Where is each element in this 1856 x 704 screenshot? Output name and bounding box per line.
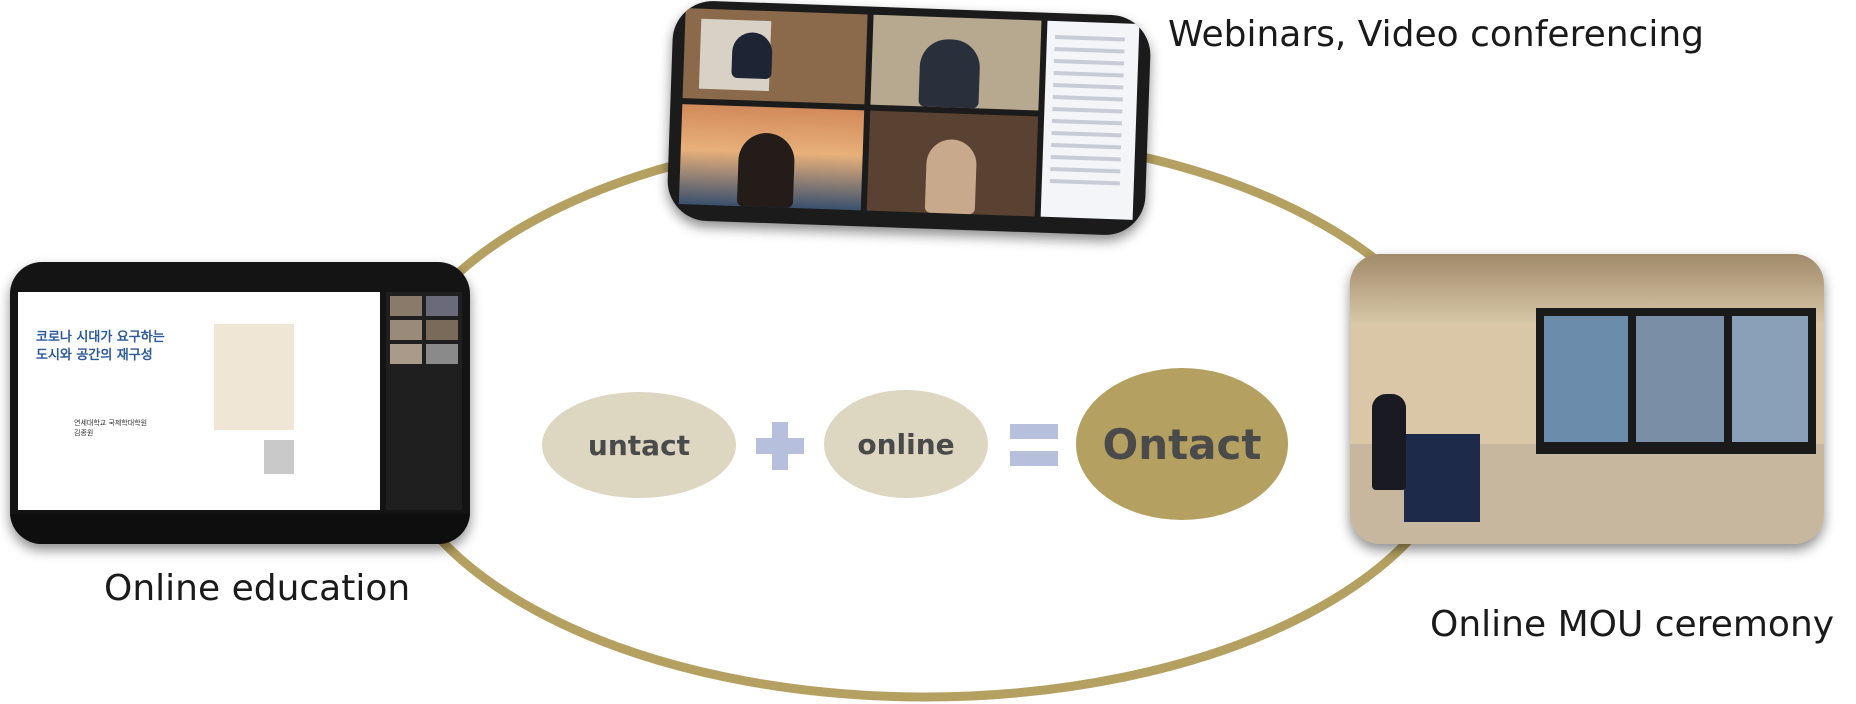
slide-author-line1: 연세대학교 국제학대학원	[74, 419, 148, 427]
untact-oval: untact	[542, 392, 736, 498]
slide-title-line1: 코로나 시대가 요구하는	[36, 330, 165, 345]
untact-label: untact	[587, 428, 691, 462]
signing-table	[1404, 434, 1480, 522]
webinar-screenshot	[666, 0, 1152, 237]
label-online-education: Online education	[104, 568, 411, 609]
label-online-mou: Online MOU ceremony	[1430, 604, 1835, 645]
label-webinars: Webinars, Video conferencing	[1168, 14, 1705, 55]
ontact-oval: Ontact	[1076, 368, 1288, 520]
education-screenshot: 코로나 시대가 요구하는 도시와 공간의 재구성 연세대학교 국제학대학원 김종…	[10, 262, 470, 544]
mou-ceremony-photo	[1350, 254, 1824, 544]
online-oval: online	[824, 390, 988, 498]
ontact-label: Ontact	[1102, 419, 1262, 469]
slide-author-line2: 김종원	[74, 429, 94, 437]
plus-sign	[756, 422, 804, 470]
online-label: online	[857, 427, 955, 461]
slide-title-line2: 도시와 공간의 재구성	[36, 348, 153, 363]
speaker-photo	[264, 440, 294, 474]
book-cover	[214, 324, 294, 430]
equals-sign	[1010, 424, 1058, 466]
